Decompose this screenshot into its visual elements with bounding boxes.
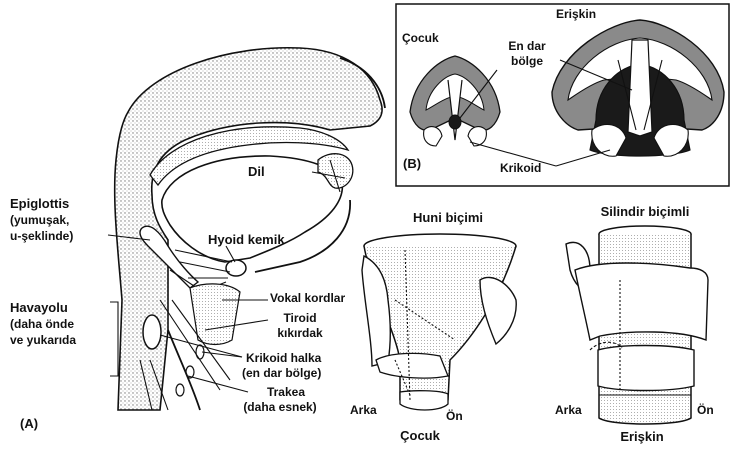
airway-bracket [110,302,118,376]
cylinder-larynx [566,226,708,424]
label-adult: Erişkin [620,429,663,444]
label-airway: Havayolu [10,300,68,315]
label-child: Çocuk [400,428,441,443]
label-panel-b: (B) [403,156,421,171]
funnel-larynx [362,234,516,410]
hyoid-bone [226,260,246,276]
label-epiglottis-soft: (yumuşak, [10,213,69,227]
label-b-child: Çocuk [402,31,439,45]
label-cylinder-back: Arka [555,403,582,417]
label-cylinder-front: Ön [697,402,714,417]
label-cricoid: Krikoid halka [246,351,322,365]
label-vocal-cords: Vokal kordlar [270,291,345,305]
label-epiglottis: Epiglottis [10,196,69,211]
label-epiglottis-u: u-şeklinde) [10,229,73,243]
label-panel-a: (A) [20,416,38,431]
label-b-cricoid: Krikoid [500,161,541,175]
label-b-narrowest-region: bölge [511,54,543,68]
label-cylinder-title: Silindir biçimli [601,204,690,219]
label-thyroid: Tiroid [283,311,316,325]
label-hyoid: Hyoid kemik [208,232,285,247]
label-airway-up: ve yukarıda [10,333,76,347]
label-trachea-flexible: (daha esnek) [243,400,316,414]
cricoid-ring [143,315,161,349]
label-b-adult: Erişkin [556,7,596,21]
label-funnel-back: Arka [350,403,377,417]
label-b-narrowest: En dar [508,39,546,53]
label-trachea: Trakea [267,385,305,399]
label-airway-front: (daha önde [10,317,74,331]
label-funnel-title: Huni biçimi [413,210,483,225]
label-thyroid-cartilage: kıkırdak [277,326,323,340]
label-funnel-front: Ön [446,408,463,423]
label-dil: Dil [248,164,265,179]
label-cricoid-narrowest: (en dar bölge) [242,366,321,380]
